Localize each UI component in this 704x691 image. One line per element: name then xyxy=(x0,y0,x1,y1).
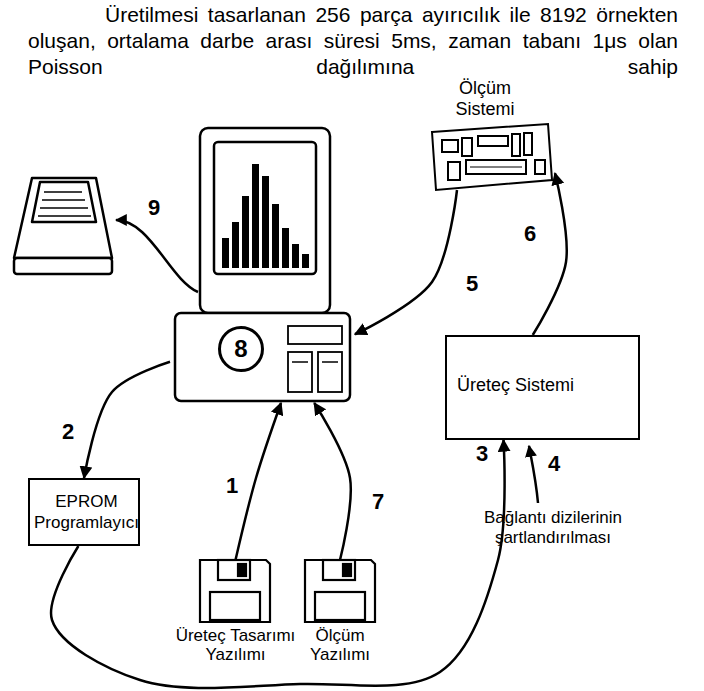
arrow-9 xyxy=(116,220,198,292)
node-label: Üreteç Tasarımı Yazılımı xyxy=(168,626,303,664)
connector-arrow xyxy=(236,403,282,560)
callout-number: 5 xyxy=(464,272,480,296)
floppy-disk xyxy=(305,560,375,622)
measurement-system: Ölçüm Sistemi xyxy=(415,78,555,190)
callout-number: 9 xyxy=(148,196,160,220)
callout-circle: 8 xyxy=(218,326,264,372)
floppy-disk: Üreteç Tasarımı Yazılımı xyxy=(168,560,303,664)
computer: 8 xyxy=(170,128,355,403)
printer xyxy=(14,178,112,274)
measurement-board xyxy=(432,124,552,190)
eprom-box: EPROM Programlayıcı xyxy=(28,478,140,546)
callout-number: 6 xyxy=(522,222,538,246)
computer xyxy=(175,128,350,401)
callout-number: 1 xyxy=(224,474,240,498)
arrow-4 xyxy=(529,446,538,503)
floppy-disk xyxy=(200,560,270,622)
node-label: Ölçüm Sistemi xyxy=(440,78,530,120)
connector-arrow xyxy=(355,190,457,334)
connector-arrow xyxy=(533,173,567,335)
callout-number: 3 xyxy=(474,442,490,466)
node-label: Üreteç Sistemi xyxy=(457,375,574,396)
node-label: Ölçüm Yazılımı xyxy=(300,626,380,664)
intro-paragraph: Üretilmesi tasarlanan 256 parça ayırıcıl… xyxy=(28,2,678,80)
connector-arrow xyxy=(84,362,170,478)
note: Bağlantı dizilerinin şartlandırılması xyxy=(478,508,628,548)
connector-arrow xyxy=(314,403,350,560)
callout-number: 2 xyxy=(60,420,76,444)
node-label: EPROM Programlayıcı xyxy=(34,491,139,533)
callout-number: 7 xyxy=(370,490,386,514)
floppy-disk: Ölçüm Yazılımı xyxy=(300,560,380,664)
generator-box: Üreteç Sistemi xyxy=(445,335,640,440)
callout-number: 4 xyxy=(548,452,560,476)
